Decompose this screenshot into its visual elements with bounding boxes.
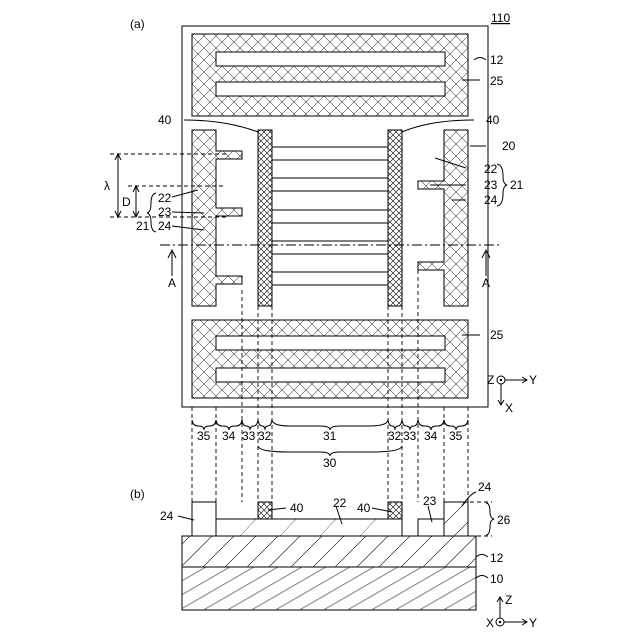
region-label: 31 [323,429,337,443]
ref-b-24-left: 24 [160,509,174,523]
ref-b-24-right: 24 [478,480,492,494]
section-mark-left: A [168,276,176,290]
ref-21-left: 21 [136,219,150,233]
region-label: 33 [242,429,256,443]
ref-23-right: 23 [484,178,498,192]
right-comb-electrode [418,130,468,306]
ref-22-left: 22 [158,191,172,205]
strip [272,241,388,254]
lambda-label: λ [104,179,110,193]
figure-number: 110 [491,11,510,25]
strip [272,147,388,160]
strip [272,272,388,285]
top-slot-2 [216,82,445,96]
region-label: 33 [403,429,417,443]
region-label: 32 [388,429,402,443]
layer-22 [216,519,402,536]
section-mark-right: A [482,276,490,290]
brace-26 [486,503,494,535]
panel-b-tag: (b) [130,487,145,501]
axis-x-a: X [505,401,513,415]
group-30-brace [258,446,402,456]
panel-a-tag: (a) [130,17,145,31]
strip-group [272,147,388,285]
region-label: 32 [258,429,272,443]
bottom-slot-2 [216,368,445,382]
top-hatched-region [192,34,468,116]
layer-12 [182,536,476,567]
ref-24-left: 24 [158,219,172,233]
bottom-slot-1 [216,336,445,350]
ref-24-right: 24 [484,193,498,207]
electrode-24-right [444,502,468,536]
ref-21-right: 21 [510,178,524,192]
top-slot-1 [216,52,445,66]
ref-20: 20 [502,139,516,153]
ref-23-left: 23 [158,205,172,219]
d-label: D [122,195,131,209]
region-label: 35 [449,429,463,443]
ref-b-26: 26 [497,513,511,527]
axis-y-b: Y [529,616,537,630]
ref-40-left: 40 [158,113,172,127]
electrode-23 [418,519,444,536]
right-bar-40 [388,130,402,306]
axis-x-b: X [486,616,494,630]
axis-z-b: Z [505,593,512,607]
substrate-10 [182,567,476,610]
ref-b-23: 23 [423,494,437,508]
ref-22-right: 22 [484,162,498,176]
bar-40-right [388,502,402,519]
brace-21-right [497,164,507,206]
region-label: 34 [222,429,236,443]
strip [272,210,388,223]
group-30-label: 30 [323,456,337,470]
bar-40-left [258,502,272,519]
ref-25-bottom: 25 [490,328,504,342]
ref-40-right: 40 [486,113,500,127]
region-label: 34 [424,429,438,443]
ref-b-10: 10 [490,572,504,586]
electrode-24-left [192,502,216,536]
bottom-hatched-region [192,320,468,398]
left-bar-40 [258,130,272,306]
axis-y-a: Y [529,373,537,387]
ref-b-12: 12 [490,551,504,565]
ref-12: 12 [490,53,504,67]
ref-25-top: 25 [490,74,504,88]
region-label: 35 [197,429,211,443]
axis-z-a: Z [487,373,494,387]
strip [272,178,388,191]
ref-b-22: 22 [333,496,347,510]
left-comb-electrode [192,130,242,306]
ref-b-40-right: 40 [357,501,371,515]
ref-b-40-left: 40 [290,501,304,515]
